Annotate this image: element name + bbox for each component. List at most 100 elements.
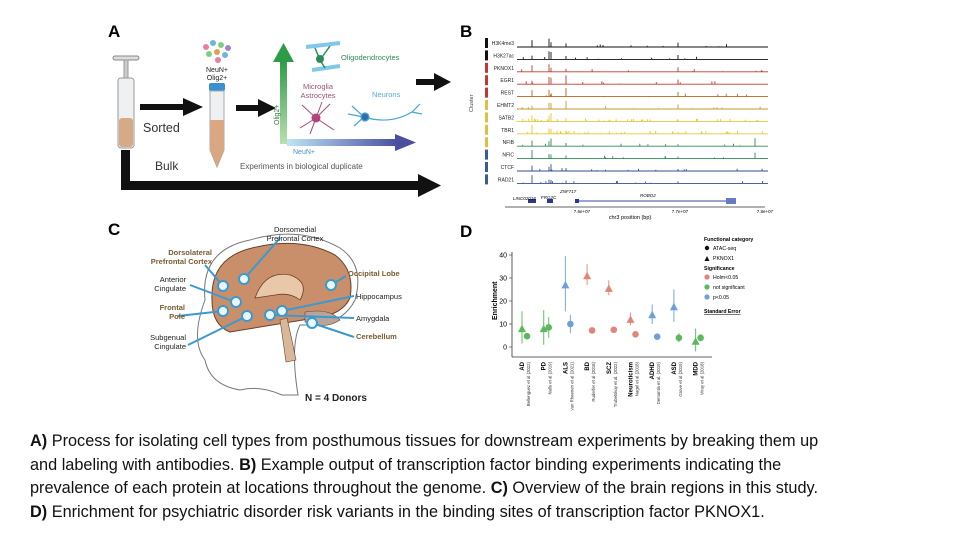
arrow-to-cells: [236, 99, 276, 117]
region-acc-2: Cingulate: [154, 284, 186, 293]
d-point-pknox1: [604, 284, 613, 292]
panel-b-label: B: [460, 22, 472, 41]
track-signal-peaks: [531, 38, 727, 47]
b-tick-3: 7.8e+07: [757, 209, 774, 214]
arrow-sorted: [140, 98, 203, 116]
oligodendrocytes-label: Oligodendrocytes: [341, 53, 400, 62]
gene-track: LINC02018 FRG2C ZNF717 ROBO2: [513, 189, 736, 204]
d-study-label: Nagel et al (2018): [635, 361, 640, 396]
marker-olig2: Olig2+: [207, 75, 227, 82]
d-y-tick-label: 10: [499, 322, 507, 329]
track-signal-peaks: [531, 150, 762, 159]
d-point-pknox1: [583, 271, 592, 280]
track-label: CTCF: [501, 165, 514, 171]
cluster-color-bar: [485, 87, 488, 98]
track-signal-peaks: [521, 64, 763, 72]
region-sgc-2: Cingulate: [154, 342, 186, 351]
cluster-color-bar: [485, 50, 488, 61]
region-acc-1: Anterior: [160, 275, 187, 284]
region-dlpfc-1: Dorsolateral: [168, 248, 212, 257]
d-point-pknox1: [561, 280, 570, 289]
track-label: H3K27ac: [493, 53, 514, 59]
gene-robo2: ROBO2: [640, 193, 656, 198]
olig2-axis-label: Olig2+: [274, 105, 281, 125]
figure-caption: A) Process for isolating cell types from…: [30, 430, 970, 524]
d-point-pknox1: [669, 302, 678, 311]
gene-linc02018: LINC02018: [513, 196, 536, 201]
cluster-color-bar: [485, 75, 488, 86]
neun-axis-label: NeuN+: [293, 149, 315, 156]
panel-c-label: C: [108, 220, 120, 239]
caption-a-text-2: and labeling with antibodies.: [30, 455, 240, 474]
d-trait-label: SCZ: [607, 362, 613, 374]
donor-count: N = 4 Donors: [305, 393, 367, 404]
caption-b-tag: B): [239, 455, 257, 474]
track-signal-peaks: [531, 164, 763, 171]
caption-a-tag: A): [30, 432, 48, 450]
track-label: H3K4me3: [492, 41, 514, 47]
cluster-color-bar: [485, 124, 488, 135]
d-y-axis-label: Enrichment: [492, 281, 499, 320]
d-point-pknox1: [648, 310, 657, 319]
tube-icon: [209, 83, 225, 169]
track-signal-peaks: [521, 100, 761, 109]
arrow-to-panel-b: [416, 73, 451, 91]
d-point-pknox1: [518, 324, 526, 333]
track-signal-peaks: [522, 51, 698, 60]
caption-line-3: prevalence of each protein at locations …: [30, 477, 970, 501]
caption-a-text: Process for isolating cell types from po…: [47, 432, 819, 450]
oligodendrocyte-icon: [305, 41, 341, 72]
d-study-label: Demontis et al. (2019): [656, 361, 661, 404]
cluster-color-bar: [485, 62, 488, 73]
d-point-atac: [545, 324, 552, 331]
cluster-axis-label: Cluster: [469, 94, 475, 112]
neuron-icon: [347, 103, 423, 127]
d-y-tick-label: 0: [503, 345, 507, 352]
d-trait-label: ALS: [563, 362, 569, 374]
region-hippocampus: Hippocampus: [356, 292, 402, 301]
marker-neun: NeuN+: [206, 67, 228, 74]
d-point-atac: [567, 320, 574, 328]
gene-znf717: ZNF717: [559, 189, 577, 194]
track-label: EGR1: [500, 78, 514, 84]
d-y-tick-label: 40: [499, 253, 507, 260]
cluster-color-bar: [485, 174, 488, 185]
caption-line-1: A) Process for isolating cell types from…: [30, 430, 970, 454]
track-label: TBR1: [501, 128, 514, 134]
d-point-atac: [653, 333, 661, 340]
caption-d-tag: D): [30, 502, 48, 521]
region-fp-2: Pole: [169, 312, 185, 321]
legend-category-title: Functional category: [704, 237, 753, 243]
d-trait-label: BD: [585, 361, 591, 370]
antibody-cluster-icon: [203, 40, 231, 63]
legend-triangle-icon: [704, 256, 710, 261]
d-trait-label: ADHD: [650, 361, 656, 379]
cluster-color-bar: [485, 38, 488, 48]
track-signal-peaks: [522, 175, 764, 184]
d-study-label: Ruderfer et al (2018): [591, 361, 596, 401]
caption-d-text: Enrichment for psychiatric disorder risk…: [47, 502, 765, 521]
caption-c-text: Overview of the brain regions in this st…: [507, 479, 818, 497]
panel-c: C Dorsomedial Prefrontal Cortex Dorsolat…: [108, 220, 402, 404]
caption-line-4: D) Enrichment for psychiatric disorder r…: [30, 501, 970, 525]
caption-b-text-2: prevalence of each protein at locations …: [30, 479, 491, 497]
d-trait-label: Neuroticism: [629, 362, 635, 397]
figure: A Sorted Bulk NeuN+ Olig2+ Ol: [108, 22, 774, 411]
cluster-color-bar: [485, 162, 488, 172]
legend-ns-swatch: [704, 284, 710, 290]
d-study-label: Bellenguez et al (2022): [526, 361, 531, 406]
legend-holm: Holm<0.05: [713, 275, 738, 281]
d-trait-label: PD: [542, 361, 548, 370]
d-study-label: Trubetskoy et al. (2022): [613, 361, 618, 407]
track-label: REST: [501, 91, 514, 97]
legend-holm-swatch: [704, 274, 710, 280]
track-label: NFIC: [502, 153, 514, 159]
d-point-atac: [523, 332, 531, 340]
d-point-pknox1: [539, 324, 548, 333]
d-point-atac: [632, 331, 639, 338]
d-legend: Functional category ATAC-seq PKNOX1 Sign…: [704, 237, 753, 315]
b-tick-1: 7.6e+07: [574, 209, 591, 214]
cluster-color-bar: [485, 149, 488, 160]
region-dmpfc-1: Dorsomedial: [274, 225, 316, 234]
